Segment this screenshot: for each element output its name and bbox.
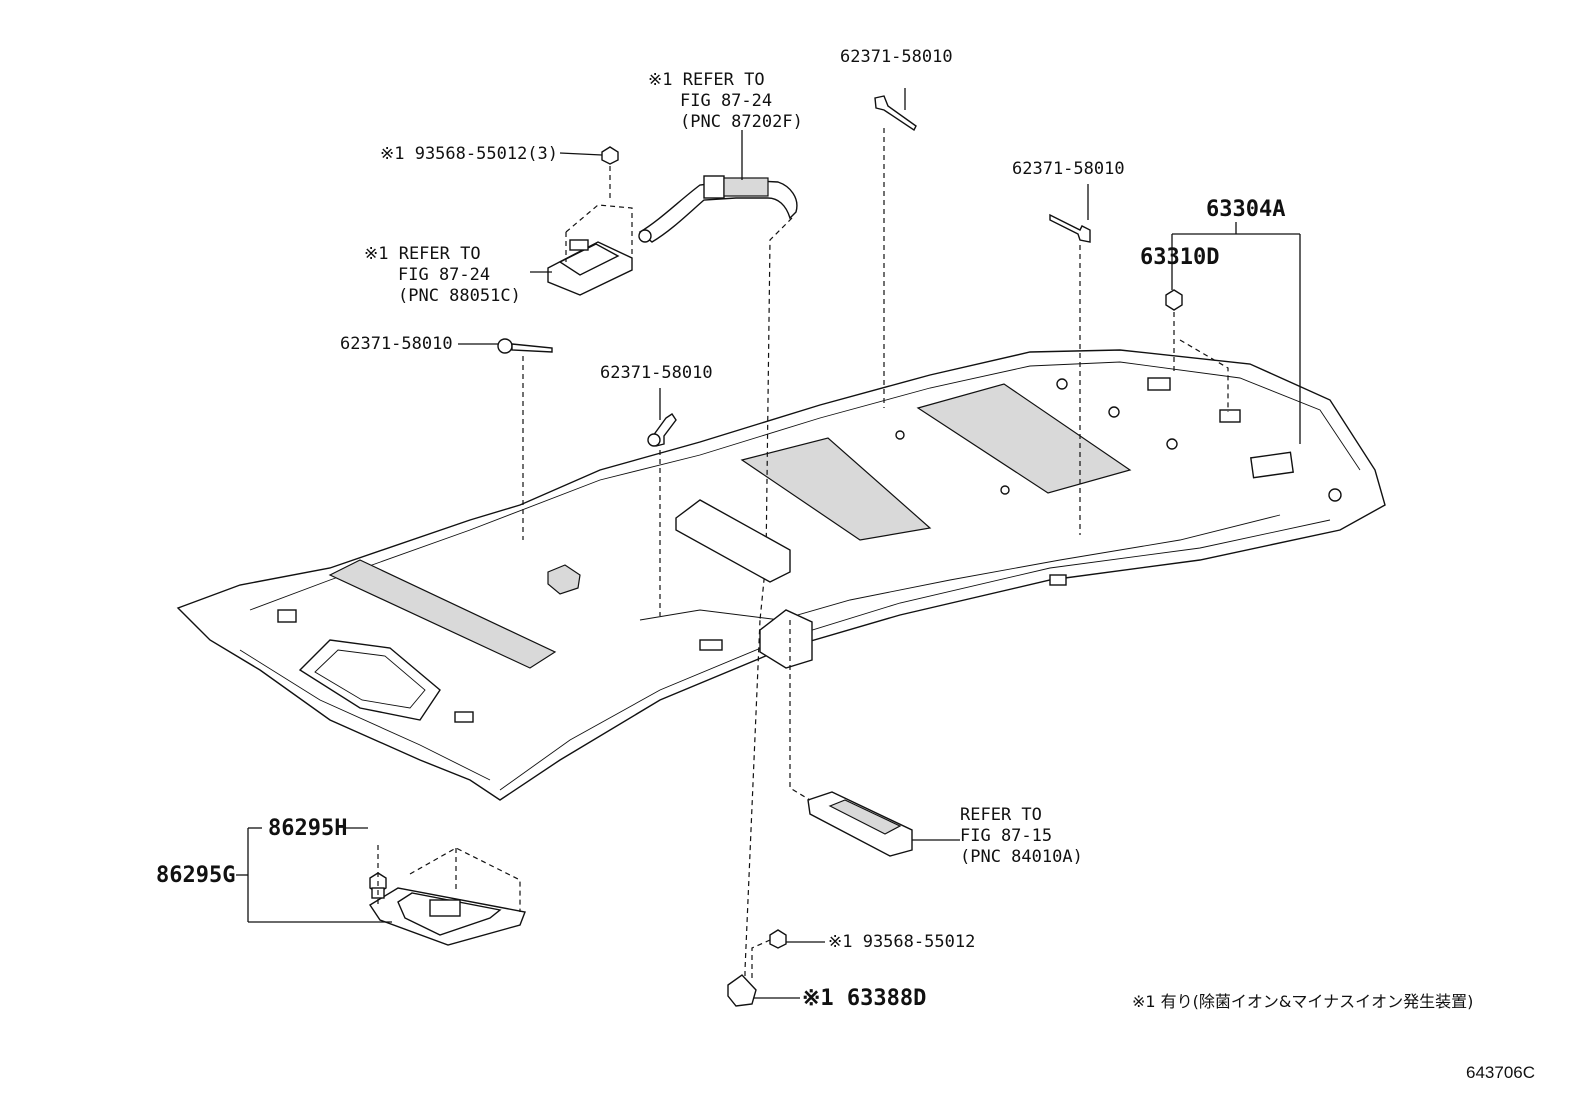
- dome-lamp[interactable]: [369, 887, 526, 946]
- clip-63310d[interactable]: [1165, 289, 1183, 311]
- clip-right[interactable]: [1049, 213, 1091, 243]
- label-clip-right: 62371-58010: [1012, 159, 1125, 179]
- label-refer-84010a-line1: REFER TO: [960, 805, 1042, 825]
- screw-93568-55012[interactable]: [769, 929, 787, 949]
- label-refer-87202f-line3: (PNC 87202F): [680, 112, 803, 132]
- label-clip-left: 62371-58010: [340, 334, 453, 354]
- headliner-panel-section-rear: [916, 383, 1132, 494]
- label-clip-top-center: 62371-58010: [840, 47, 953, 67]
- label-refer-87202f-line2: FIG 87-24: [680, 91, 772, 111]
- label-refer-87202f-line1: ※1 REFER TO: [648, 70, 765, 90]
- label-63388d: ※1 63388D: [802, 986, 926, 1011]
- label-refer-88051c-line1: ※1 REFER TO: [364, 244, 481, 264]
- clip-top-center[interactable]: [874, 95, 917, 132]
- label-refer-84010a-line2: FIG 87-15: [960, 826, 1052, 846]
- ion-generator-unit[interactable]: [547, 239, 633, 296]
- duct-hose[interactable]: [638, 175, 798, 243]
- headliner-panel-section-front: [740, 437, 932, 541]
- label-63310d: 63310D: [1140, 245, 1219, 270]
- figure-id: 643706C: [1466, 1063, 1535, 1082]
- label-refer-88051c-line2: FIG 87-24: [398, 265, 490, 285]
- label-86295h: 86295H: [268, 816, 347, 841]
- leader-lines: [236, 88, 1301, 999]
- map-lamp[interactable]: [807, 791, 913, 857]
- clip-mid[interactable]: [647, 413, 677, 447]
- headliner-panel-section-strip: [328, 559, 557, 669]
- label-86295g: 86295G: [156, 863, 235, 888]
- label-screw-93568-3: ※1 93568-55012(3): [380, 144, 558, 164]
- footnote: ※1 有り(除菌イオン&マイナスイオン発生装置): [1132, 992, 1473, 1011]
- label-63304a: 63304A: [1206, 197, 1285, 222]
- cover-63388d[interactable]: [727, 974, 757, 1007]
- label-refer-84010a-line3: (PNC 84010A): [960, 847, 1083, 867]
- screw-93568-55012-3[interactable]: [601, 146, 619, 165]
- clip-left[interactable]: [497, 338, 553, 354]
- label-screw-93568: ※1 93568-55012: [828, 932, 975, 952]
- label-refer-88051c-line3: (PNC 88051C): [398, 286, 521, 306]
- rear-trim-block[interactable]: [675, 499, 813, 669]
- label-clip-mid: 62371-58010: [600, 363, 713, 383]
